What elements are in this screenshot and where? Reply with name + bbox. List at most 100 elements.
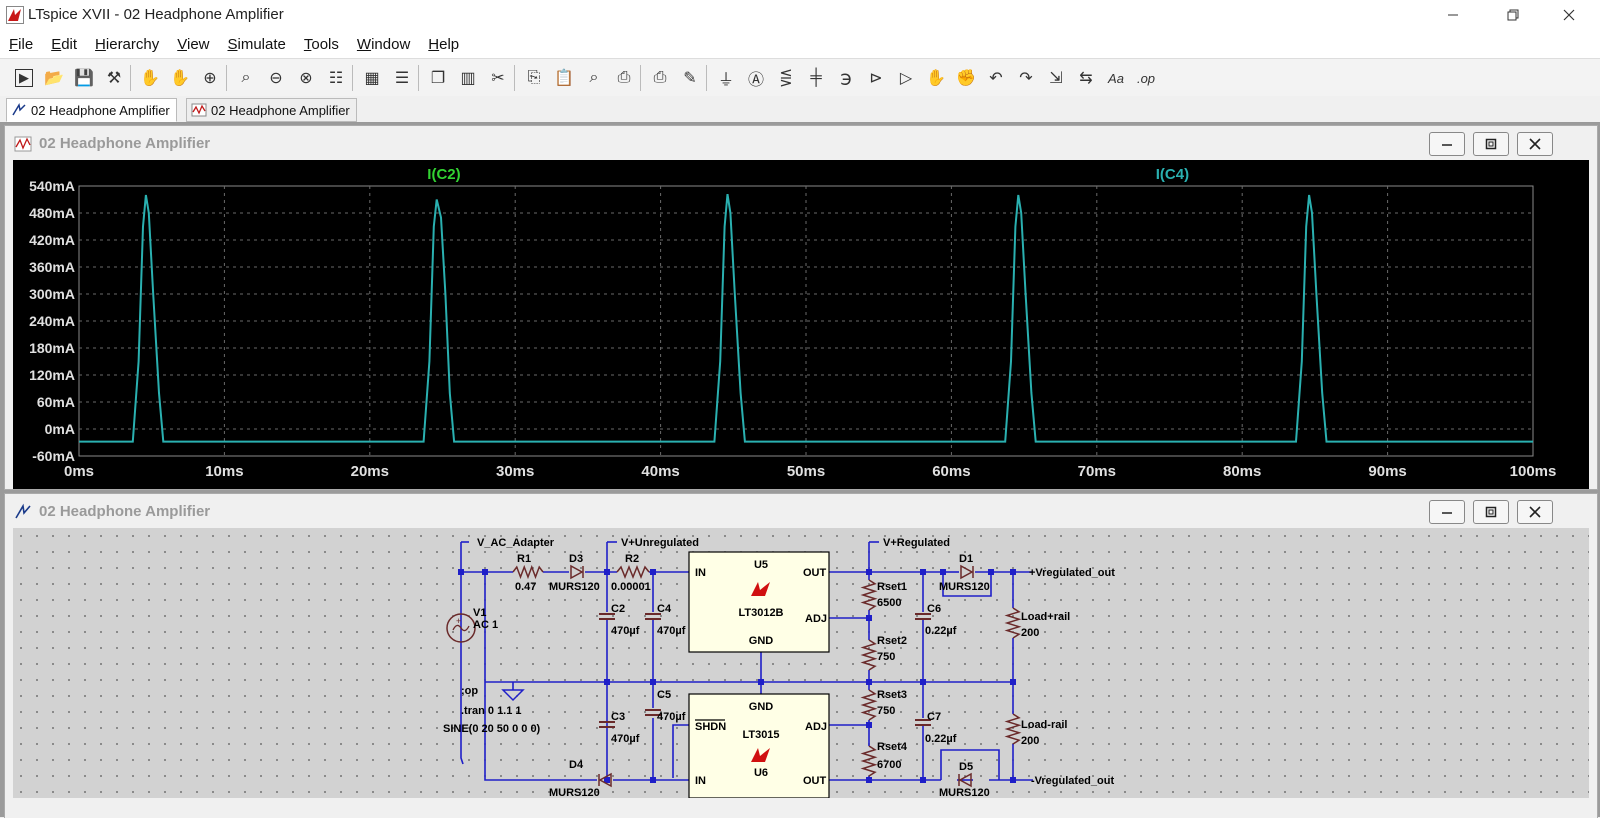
schematic-minimize-button[interactable] [1429, 500, 1465, 524]
zoom-area-button[interactable]: ⌕ [234, 66, 258, 90]
diode-d5[interactable] [958, 772, 972, 788]
menu-view[interactable]: View [177, 35, 210, 53]
label-rset1-val: 6500 [877, 597, 901, 609]
grid-button[interactable]: ▦ [360, 66, 384, 90]
ground-button[interactable]: ⏚ [714, 66, 738, 90]
tab-schematic[interactable]: 02 Headphone Amplifier [6, 98, 177, 122]
x-tick-label: 0ms [64, 463, 94, 480]
copy-button[interactable]: ⎘ [522, 66, 546, 90]
zoom-fit-button[interactable]: ⊗ [294, 66, 318, 90]
menu-tools[interactable]: Tools [303, 35, 339, 53]
resistor-rset4[interactable] [860, 745, 878, 777]
resistor-rset1[interactable] [860, 579, 878, 611]
tile-vertical-button[interactable]: ▥ [456, 66, 480, 90]
diode-button[interactable]: ⊳ [864, 66, 888, 90]
inductor-icon: ℈ [840, 70, 852, 87]
print-setup-button[interactable]: ⎙ [612, 66, 636, 90]
resistor-r2[interactable] [616, 564, 650, 580]
legend-i-c4[interactable]: I(C4) [1156, 166, 1189, 183]
menu-window[interactable]: Window [356, 35, 411, 53]
menu-file[interactable]: File [9, 35, 34, 53]
label-rset2: Rset2 [877, 635, 907, 647]
spice-directive-button[interactable]: .op [1134, 66, 1158, 90]
label-net-button[interactable]: Ⓐ [744, 66, 768, 90]
diode-d1[interactable] [960, 564, 974, 580]
x-tick-label: 60ms [932, 463, 970, 480]
zoom-out-button[interactable]: ⊖ [264, 66, 288, 90]
rotate-button[interactable]: ⇲ [1044, 66, 1068, 90]
minimize-window-button[interactable] [1430, 0, 1476, 30]
resistor-load-pos[interactable] [1004, 607, 1022, 639]
capacitor-c6[interactable] [915, 613, 931, 620]
halt-button[interactable]: ✋ [138, 66, 162, 90]
schematic-maximize-button[interactable] [1473, 500, 1509, 524]
diode-d4[interactable] [598, 772, 612, 788]
y-tick-label: 540mA [29, 178, 75, 194]
resistor-button[interactable]: ⋚ [774, 66, 798, 90]
cut-icon: ✂ [491, 70, 505, 87]
control-panel-button[interactable]: ⚒ [102, 66, 126, 90]
menu-edit[interactable]: Edit [51, 35, 78, 53]
text-icon: Aa [1108, 70, 1124, 86]
lt-logo-u5 [751, 582, 770, 596]
undo-button[interactable]: ↶ [984, 66, 1008, 90]
legend-i-c2[interactable]: I(C2) [427, 166, 460, 183]
ic-u6[interactable] [688, 693, 830, 799]
capacitor-c7[interactable] [915, 719, 931, 726]
menu-hierarchy[interactable]: Hierarchy [95, 35, 160, 53]
diode-icon: ⊳ [869, 70, 883, 87]
capacitor-c3[interactable] [599, 721, 615, 728]
label-c3: C3 [611, 711, 625, 723]
waveform-close-button[interactable] [1517, 132, 1553, 156]
restore-window-button[interactable] [1490, 0, 1536, 30]
voltage-source-v1[interactable]: + [446, 613, 476, 643]
label-c6: C6 [927, 603, 941, 615]
find-button[interactable]: ⌕ [582, 66, 606, 90]
schematic-close-button[interactable] [1517, 500, 1553, 524]
resistor-r1[interactable] [512, 564, 544, 580]
text-button[interactable]: Aa [1104, 66, 1128, 90]
move-button[interactable]: ✋ [924, 66, 948, 90]
control-panel-icon: ⚒ [106, 70, 122, 87]
label-c4-val: 470µf [657, 625, 686, 637]
capacitor-button[interactable]: ╪ [804, 66, 828, 90]
capacitor-c2[interactable] [599, 613, 615, 620]
pencil-button[interactable]: ✎ [678, 66, 702, 90]
label-c7-val: 0.22µf [925, 733, 957, 745]
drag-button[interactable]: ✊ [954, 66, 978, 90]
save-button[interactable]: 💾 [72, 66, 96, 90]
autorange-button[interactable]: ☷ [324, 66, 348, 90]
label-c7: C7 [927, 711, 941, 723]
close-window-button[interactable] [1546, 0, 1592, 30]
open-button[interactable]: 📂 [42, 66, 66, 90]
zoom-fit-icon: ⊗ [299, 70, 313, 87]
resistor-icon: ⋚ [779, 70, 793, 87]
tile-horizontal-button[interactable]: ☰ [390, 66, 414, 90]
tab-waveform[interactable]: 02 Headphone Amplifier [186, 98, 357, 122]
waveform-maximize-button[interactable] [1473, 132, 1509, 156]
capacitor-c5[interactable] [645, 709, 661, 716]
capacitor-c4[interactable] [645, 613, 661, 620]
cut-button[interactable]: ✂ [486, 66, 510, 90]
redo-button[interactable]: ↷ [1014, 66, 1038, 90]
ic-u5[interactable] [688, 551, 830, 653]
pan-button[interactable]: ✋ [168, 66, 192, 90]
menu-help[interactable]: Help [428, 35, 460, 53]
print-button[interactable]: ⎙ [648, 66, 672, 90]
diode-d3[interactable] [570, 564, 584, 580]
inductor-button[interactable]: ℈ [834, 66, 858, 90]
component-button[interactable]: ▷ [894, 66, 918, 90]
cascade-button[interactable]: ❐ [426, 66, 450, 90]
zoom-in-button[interactable]: ⊕ [198, 66, 222, 90]
paste-button[interactable]: 📋 [552, 66, 576, 90]
waveform-minimize-button[interactable] [1429, 132, 1465, 156]
resistor-rset3[interactable] [860, 689, 878, 721]
resistor-rset2[interactable] [860, 639, 878, 671]
run-button[interactable]: ▶ [12, 66, 36, 90]
resistor-load-neg[interactable] [1004, 713, 1022, 745]
mirror-button[interactable]: ⇆ [1074, 66, 1098, 90]
schematic-icon [12, 102, 26, 116]
menu-simulate[interactable]: Simulate [227, 35, 286, 53]
